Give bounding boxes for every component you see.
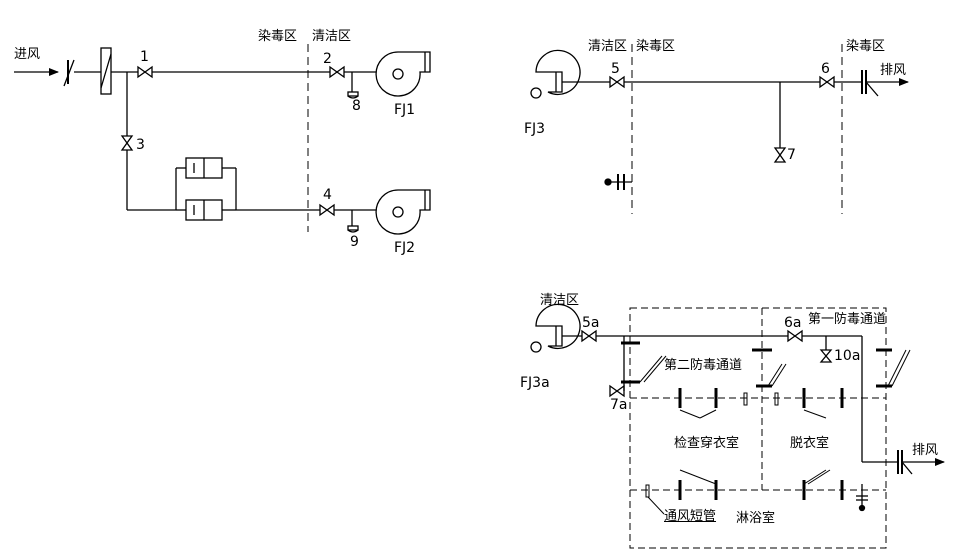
- valve-7-icon: [773, 147, 787, 163]
- valve-5-label: 5: [611, 61, 620, 77]
- door-swings: [639, 349, 911, 485]
- valve-5-icon: [609, 75, 625, 89]
- fan-fj3a-label: FJ3a: [520, 375, 550, 391]
- fan-fj3a-icon: [530, 303, 581, 353]
- inlet-louver: [63, 59, 75, 87]
- fan-fj1-icon: [375, 51, 431, 97]
- zone-label-clean-3: 清洁区: [540, 293, 580, 308]
- fan-fj3-label: FJ3: [524, 121, 546, 137]
- zone-label-clean-1: 清洁区: [312, 29, 352, 44]
- diagram-1-intake: [14, 44, 431, 235]
- sampler-9-icon: [347, 210, 359, 233]
- fan-fj2-icon: [375, 189, 431, 235]
- valve-6-label: 6: [821, 61, 830, 77]
- outlet-label-2: 排风: [880, 63, 907, 78]
- valve-10a-icon: [819, 349, 833, 363]
- valve-6a-label: 6a: [784, 315, 802, 331]
- inlet-label: 进风: [14, 47, 41, 62]
- valve-2-label: 2: [323, 51, 332, 67]
- valve-3-label: 3: [136, 137, 145, 153]
- valve-5a-label: 5a: [582, 315, 600, 331]
- filter-absorber-lower: [182, 199, 226, 221]
- valve-4-label: 4: [323, 187, 332, 203]
- room-shower-label: 淋浴室: [736, 511, 776, 526]
- vent-pipes: [645, 392, 779, 515]
- zone-label-contaminated-2a: 染毒区: [636, 39, 676, 54]
- valve-5a-icon: [581, 329, 597, 343]
- valve-7a-icon: [609, 384, 625, 398]
- valve-1-icon: [137, 65, 153, 79]
- sampler-9-label: 9: [350, 234, 359, 250]
- valve-3-icon: [120, 135, 134, 151]
- passage-1-label: 第一防毒通道: [808, 312, 887, 327]
- sampler-8-icon: [347, 72, 359, 99]
- floor-drain-icon: [856, 484, 868, 512]
- zone-label-contaminated-1: 染毒区: [258, 29, 298, 44]
- outlet-louver-2: [861, 70, 879, 97]
- diagram-2-exhaust: [530, 44, 909, 214]
- vent-pipe-label: 通风短管: [664, 509, 717, 524]
- diagram-3-decontamination: [530, 303, 945, 549]
- valve-6a-icon: [787, 329, 803, 343]
- valve-6-icon: [819, 75, 835, 89]
- fan-fj1-label: FJ1: [394, 102, 416, 118]
- fan-fj3-icon: [530, 49, 581, 99]
- sampler-8-label: 8: [352, 98, 361, 114]
- doors: [621, 341, 892, 500]
- valve-10a-label: 10a: [834, 348, 861, 364]
- room-inspect-label: 检查穿衣室: [674, 436, 740, 451]
- valve-7a-label: 7a: [610, 397, 628, 413]
- valve-2-icon: [329, 65, 345, 79]
- filter-absorber-upper: [182, 157, 226, 179]
- zone-label-clean-2: 清洁区: [588, 39, 628, 54]
- zone-label-contaminated-2b: 染毒区: [846, 39, 886, 54]
- fan-fj2-label: FJ2: [394, 240, 416, 256]
- passage-2-label: 第二防毒通道: [664, 358, 743, 373]
- prefilter: [100, 47, 112, 95]
- valve-4-icon: [319, 203, 335, 217]
- room-undress-label: 脱衣室: [790, 436, 830, 451]
- valve-1-label: 1: [140, 49, 149, 65]
- wall-pipe-symbol: [604, 174, 632, 190]
- outlet-label-3: 排风: [912, 443, 939, 458]
- valve-7-label: 7: [787, 147, 796, 163]
